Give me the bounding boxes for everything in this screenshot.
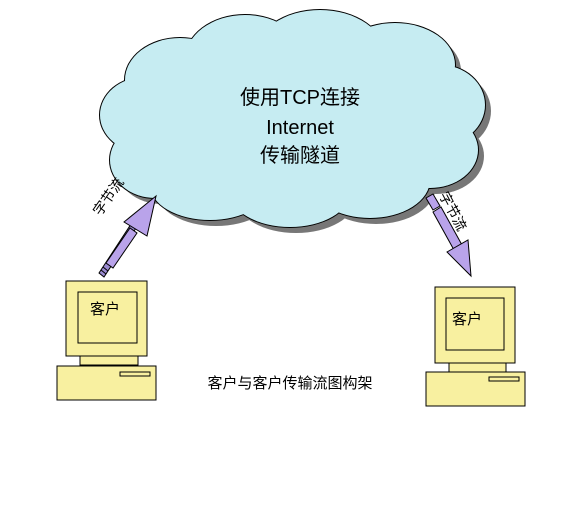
cloud-text-line2: Internet (266, 117, 334, 139)
right-arrow (425, 193, 472, 278)
right-client-label: 客户 (452, 310, 483, 328)
diagram-caption: 客户与客户传输流图构架 (207, 374, 373, 392)
cloud-text-line1: 使用TCP连接 (240, 87, 360, 109)
right-computer (425, 286, 526, 407)
left-client-label: 客户 (90, 300, 121, 318)
left-arrow (98, 194, 157, 278)
cloud-shape (100, 10, 485, 227)
cloud-text-line3: 传输隧道 (260, 145, 340, 167)
left-computer (56, 280, 157, 401)
